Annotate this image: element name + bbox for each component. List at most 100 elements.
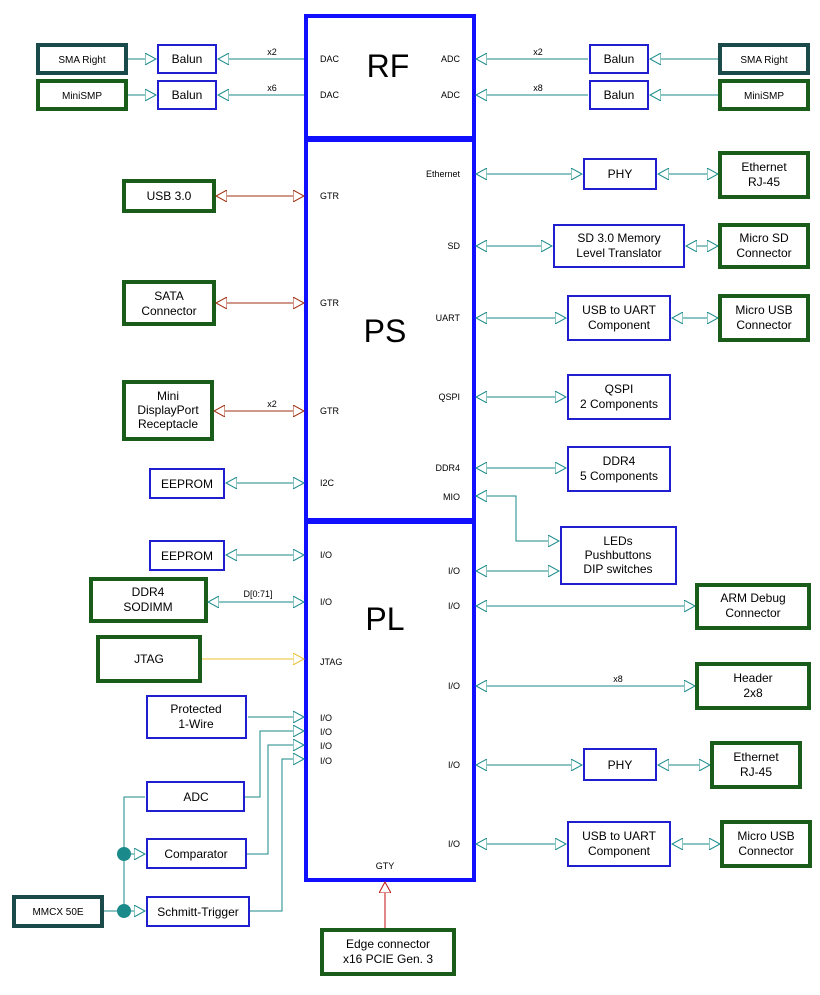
- ps-usb-uart-label-1: USB to UART: [582, 303, 656, 317]
- balun-left-2-label: Balun: [172, 88, 203, 102]
- sata-box: [122, 280, 216, 326]
- ps-ddr4-label-2: 5 Components: [580, 469, 658, 483]
- balun-right-1-box: [589, 44, 649, 74]
- arm-debug-label-2: Connector: [725, 606, 780, 620]
- ps-eeprom-label: EEPROM: [161, 477, 213, 491]
- pl-micro-usb-label-1: Micro USB: [737, 829, 794, 843]
- ps-ddr4-label-1: DDR4: [603, 454, 636, 468]
- edge-connector-box: [320, 928, 456, 976]
- rf-left-mult-2: x6: [267, 83, 277, 93]
- rf-dac-port-2: DAC: [320, 90, 340, 100]
- displayport-label-2: DisplayPort: [137, 403, 199, 417]
- ps-ethernet-port: Ethernet: [426, 169, 461, 179]
- arm-debug-label-1: ARM Debug: [720, 591, 785, 605]
- sd-translator-label-2: Level Translator: [576, 246, 661, 260]
- pl-label: PL: [365, 601, 404, 637]
- adc-box: [146, 781, 245, 812]
- leds-label-1: LEDs: [603, 534, 632, 548]
- qspi-label-2: 2 Components: [580, 397, 658, 411]
- junction-dot-1: [117, 847, 131, 861]
- arm-debug-box: [695, 583, 811, 630]
- rf-left-mult-1: x2: [267, 47, 277, 57]
- pl-micro-usb-box: [720, 820, 812, 868]
- adc-label: ADC: [183, 790, 209, 804]
- sma-right-right-label: SMA Right: [740, 55, 787, 66]
- sma-right-left-box: [36, 43, 128, 75]
- usb3-box: [122, 179, 216, 213]
- displayport-box: [122, 380, 214, 441]
- micro-sd-box: [718, 223, 810, 269]
- gty-port: GTY: [376, 861, 395, 871]
- onewire-label-2: 1-Wire: [178, 717, 214, 731]
- ps-ethernet-rj45-label-1: Ethernet: [741, 160, 787, 174]
- pl-header-port: I/O: [448, 681, 460, 691]
- balun-right-2-box: [589, 80, 649, 110]
- rf-right-mult-1: x2: [533, 47, 543, 57]
- edge-connector-label-2: x16 PCIE Gen. 3: [343, 952, 433, 966]
- qspi-label-1: QSPI: [605, 382, 634, 396]
- sodimm-label-1: DDR4: [132, 585, 165, 599]
- pl-usb-uart-label-1: USB to UART: [582, 829, 656, 843]
- ps-mio-port: MIO: [443, 492, 460, 502]
- displayport-mult: x2: [267, 399, 277, 409]
- rf-adc-port-2: ADC: [441, 90, 461, 100]
- sma-right-left-label: SMA Right: [58, 55, 105, 66]
- balun-right-1-label: Balun: [604, 52, 635, 66]
- pl-arm-port: I/O: [448, 601, 460, 611]
- pl-jtag-port: JTAG: [320, 657, 342, 667]
- edge-connector-label-1: Edge connector: [346, 937, 430, 951]
- minismp-right-box: [718, 79, 810, 111]
- ps-ethernet-rj45-label-2: RJ-45: [748, 175, 780, 189]
- ps-usb-uart-box: [567, 295, 671, 341]
- pl-usb-uart-label-2: Component: [588, 844, 651, 858]
- pl-usb-uart-box: [567, 821, 671, 867]
- micro-sd-label-1: Micro SD: [739, 231, 789, 245]
- ps-gtr-port-3: GTR: [320, 406, 339, 416]
- jtag-label: JTAG: [134, 652, 164, 666]
- pl-io-port-3: I/O: [320, 741, 332, 751]
- leds-box: [560, 526, 677, 585]
- ps-i2c-port: I2C: [320, 478, 335, 488]
- header-label-2: 2x8: [743, 686, 763, 700]
- comparator-label: Comparator: [164, 847, 227, 861]
- ps-phy-box: [583, 158, 657, 190]
- pl-eeprom-label: EEPROM: [161, 549, 213, 563]
- junction-dot-2: [117, 904, 131, 918]
- balun-left-1-box: [157, 44, 217, 74]
- minismp-right-label: MiniSMP: [744, 91, 784, 102]
- pl-phy-label: PHY: [608, 758, 633, 772]
- schmitt-label: Schmitt-Trigger: [157, 905, 239, 919]
- pl-ethernet-rj45-label-1: Ethernet: [733, 750, 779, 764]
- header-mult: x8: [613, 674, 623, 684]
- rf-label: RF: [367, 48, 410, 84]
- sata-label-1: SATA: [154, 289, 184, 303]
- pl-io-port-4: I/O: [320, 756, 332, 766]
- sd-translator-box: [553, 224, 685, 268]
- pl-io-port-1: I/O: [320, 713, 332, 723]
- ps-micro-usb-box: [718, 294, 810, 342]
- ps-phy-label: PHY: [608, 167, 633, 181]
- balun-left-2-box: [157, 80, 217, 110]
- pl-sodimm-port: I/O: [320, 597, 332, 607]
- pl-ethernet-rj45-label-2: RJ-45: [740, 765, 772, 779]
- ps-label: PS: [364, 313, 407, 349]
- rf-block: [304, 14, 476, 140]
- sd-translator-label-1: SD 3.0 Memory: [577, 231, 660, 245]
- rf-right-mult-2: x8: [533, 83, 543, 93]
- ps-block: [304, 138, 476, 522]
- ps-gtr-port-1: GTR: [320, 191, 339, 201]
- ps-uart-port: UART: [436, 313, 461, 323]
- mmcx-label: MMCX 50E: [32, 907, 83, 918]
- ps-sd-port: SD: [447, 241, 460, 251]
- micro-sd-label-2: Connector: [736, 246, 791, 260]
- onewire-label-1: Protected: [170, 702, 221, 716]
- schmitt-box: [146, 896, 250, 927]
- header-box: [695, 662, 811, 710]
- header-label-1: Header: [733, 671, 772, 685]
- ps-ddr4-box: [567, 446, 671, 492]
- pl-leds-port: I/O: [448, 566, 460, 576]
- pl-uart-port: I/O: [448, 839, 460, 849]
- pl-micro-usb-label-2: Connector: [738, 844, 793, 858]
- ps-gtr-port-2: GTR: [320, 298, 339, 308]
